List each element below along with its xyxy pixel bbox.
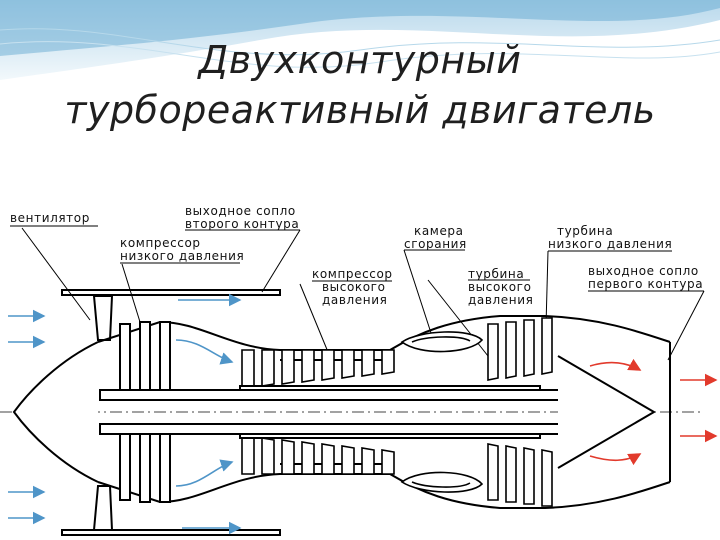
inlet-airflow-arrows	[8, 293, 242, 535]
header-wave-decoration	[0, 0, 720, 80]
label-hpt-3: давления	[468, 293, 533, 307]
label-hpt-1: турбина	[468, 267, 524, 281]
label-first-nozzle-1: выходное сопло	[588, 264, 699, 278]
nose-cone	[12, 341, 99, 483]
turbine-stages	[487, 317, 553, 507]
label-second-nozzle-1: выходное сопло	[185, 204, 296, 218]
fan-blades	[92, 295, 114, 531]
combustion-chamber	[400, 331, 484, 493]
label-hpc-1: компрессор	[312, 267, 393, 281]
label-hpc-3: давления	[322, 293, 387, 307]
leader-lines	[10, 225, 705, 361]
page-title-line-2: турбореактивный двигатель	[64, 88, 656, 132]
exhaust-airflow-arrows	[589, 358, 718, 466]
page-title-line-1: Двухконтурный	[198, 38, 522, 82]
low-pressure-compressor	[119, 321, 171, 503]
high-pressure-compressor	[241, 349, 395, 475]
label-hpt-2: высокого	[468, 280, 532, 294]
label-fan: вентилятор	[10, 211, 90, 225]
label-combustor-1: камера	[414, 224, 464, 238]
label-combustor-2: сгорания	[404, 237, 467, 251]
label-lpt-1: турбина	[557, 224, 613, 238]
label-first-nozzle-2: первого контура	[588, 277, 703, 291]
label-second-nozzle-2: второго контура	[185, 217, 299, 231]
label-lpc-2: низкого давления	[120, 249, 244, 263]
label-lpt-2: низкого давления	[548, 237, 672, 251]
label-lpc-1: компрессор	[120, 236, 201, 250]
label-hpc-2: высокого	[322, 280, 386, 294]
turbofan-engine-diagram: вентилятор выходное сопло второго контур…	[0, 204, 718, 536]
exhaust-cone	[557, 355, 656, 469]
